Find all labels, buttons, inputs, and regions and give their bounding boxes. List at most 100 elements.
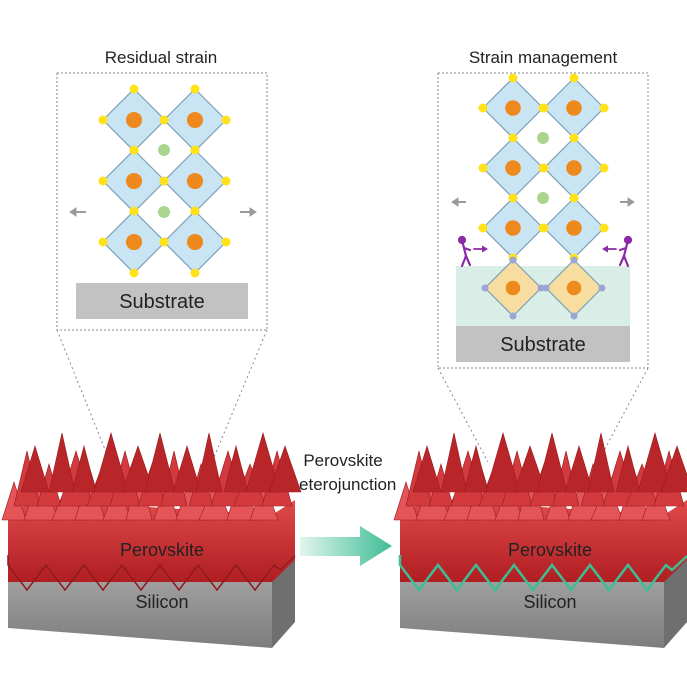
pyramid-spike: [245, 431, 281, 493]
x-site-atom: [221, 176, 231, 186]
pyramid-spike: [144, 432, 176, 493]
silicon-front-face: [8, 580, 272, 648]
right-substrate-label: Substrate: [500, 334, 586, 356]
x-site-atom: [599, 163, 609, 173]
right-strain-arrow-left: [451, 197, 466, 207]
silicon-side-face: [664, 555, 687, 648]
x-site-atom: [129, 84, 139, 94]
right-substrate: [456, 326, 630, 362]
interface-edge: [398, 555, 687, 593]
x-site-atom: [598, 284, 606, 292]
x-site-atom: [190, 268, 200, 278]
b-site-atom: [125, 233, 143, 251]
x-site-atom: [508, 133, 518, 143]
right-inset-frame: [437, 72, 649, 369]
pyramid-spike: [268, 445, 302, 493]
right-perovskite-label: Perovskite: [508, 540, 592, 560]
x-site-atom: [190, 206, 200, 216]
b-site-atom: [125, 172, 143, 190]
pyramid-spike: [223, 444, 249, 493]
right-device-block: [393, 431, 687, 648]
x-site-atom: [539, 223, 549, 233]
pyramid-spike: [536, 432, 568, 493]
interlayer-band: [456, 266, 630, 328]
b-site-atom: [505, 160, 521, 176]
x-site-atom: [129, 268, 139, 278]
b-site-atom: [566, 220, 582, 236]
a-site-atom: [158, 144, 170, 156]
b-site-atom: [186, 172, 204, 190]
pyramid-spike: [71, 444, 97, 493]
pyramid-spike: [485, 431, 521, 493]
x-site-atom: [509, 256, 517, 264]
silicon-front-face: [400, 580, 664, 648]
x-site-atom: [129, 145, 139, 155]
left-inset: Residual strain Substrate: [56, 48, 268, 331]
b-site-atom: [125, 111, 143, 129]
x-site-atom: [221, 237, 231, 247]
pyramid-spike: [93, 431, 129, 493]
x-site-atom: [478, 103, 488, 113]
pyramid-spike: [195, 432, 223, 493]
x-site-atom: [570, 256, 578, 264]
left-strain-arrow-right: [240, 207, 257, 217]
x-site-atom: [98, 176, 108, 186]
x-site-atom: [159, 176, 169, 186]
x-site-atom: [509, 312, 517, 320]
interface-edge: [7, 555, 296, 592]
b-site-atom: [505, 220, 521, 236]
x-site-atom: [478, 163, 488, 173]
b-site-atom: [505, 280, 521, 296]
x-site-atom: [190, 145, 200, 155]
push-figure-right-icon: [602, 235, 633, 268]
left-panel-title: Residual strain: [105, 48, 217, 67]
pyramid-spike: [121, 445, 155, 493]
pyramid-spike: [463, 444, 489, 493]
transition-label-line2: heterojunction: [290, 475, 397, 494]
transition-arrow: [300, 526, 392, 566]
x-site-atom: [508, 73, 518, 83]
x-site-atom: [599, 103, 609, 113]
perovskite-body: [8, 500, 295, 582]
b-site-atom: [186, 111, 204, 129]
x-site-atom: [569, 133, 579, 143]
transition: Perovskite heterojunction: [290, 451, 397, 566]
pyramid-spike: [660, 445, 687, 493]
b-site-atom: [566, 100, 582, 116]
left-zoom-lines: [56, 329, 268, 463]
pyramid-spike: [637, 431, 673, 493]
x-site-atom: [570, 312, 578, 320]
pyramid-spike: [172, 444, 202, 493]
pyramid-spike: [513, 445, 547, 493]
x-site-atom: [129, 206, 139, 216]
x-site-atom: [539, 103, 549, 113]
right-silicon-label: Silicon: [523, 592, 576, 612]
left-device-block: [1, 431, 302, 648]
right-zoom-lines: [437, 367, 649, 463]
push-figure-left-icon: [457, 235, 488, 268]
x-site-atom: [569, 193, 579, 203]
pyramid-spike: [440, 432, 468, 493]
right-panel-title: Strain management: [469, 48, 618, 67]
b-site-atom: [505, 100, 521, 116]
x-site-atom: [537, 284, 545, 292]
left-perovskite-label: Perovskite: [120, 540, 204, 560]
left-substrate-label: Substrate: [119, 291, 205, 313]
b-site-atom: [566, 280, 582, 296]
x-site-atom: [569, 73, 579, 83]
pyramid-spike: [48, 432, 76, 493]
transition-label-line1: Perovskite: [303, 451, 382, 470]
x-site-atom: [539, 163, 549, 173]
x-site-atom: [542, 284, 550, 292]
b-site-atom: [566, 160, 582, 176]
left-substrate: [76, 283, 248, 319]
left-lattice: [98, 84, 231, 278]
right-lattice: [478, 73, 609, 320]
pyramid-spike: [564, 444, 594, 493]
x-site-atom: [190, 84, 200, 94]
a-site-atom: [537, 192, 549, 204]
x-site-atom: [159, 115, 169, 125]
x-site-atom: [159, 237, 169, 247]
right-inset: Strain management: [437, 48, 649, 369]
pyramid-spike: [587, 432, 615, 493]
